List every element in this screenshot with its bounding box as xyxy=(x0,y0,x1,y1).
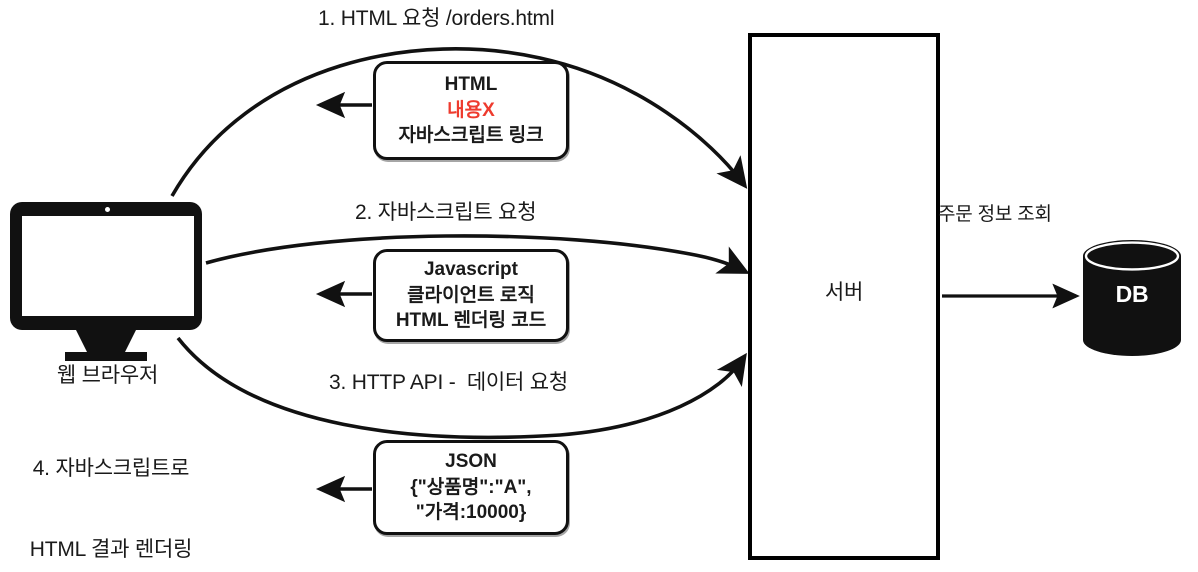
browser-render-note: 4. 자바스크립트로 HTML 결과 렌더링 xyxy=(0,400,222,572)
db-query-label: 주문 정보 조회 xyxy=(938,204,1052,225)
payload-javascript-line-2: 클라이언트 로직 xyxy=(407,284,535,306)
payload-html-line-3: 자바스크립트 링크 xyxy=(398,125,544,147)
web-browser-icon xyxy=(8,202,206,362)
arrow-http-api-request xyxy=(176,336,747,440)
payload-html-line-2: 내용X xyxy=(447,99,495,121)
payload-box-html: HTML 내용X 자바스크립트 링크 xyxy=(373,61,569,160)
server-label: 서버 xyxy=(824,281,864,304)
flow-label-http-api-request: 3. HTTP API - 데이터 요청 xyxy=(329,371,569,394)
monitor-screen xyxy=(22,216,194,316)
database-cylinder-icon xyxy=(1083,240,1181,356)
payload-json-line-2: {"상품명":"A", xyxy=(410,476,532,498)
payload-javascript-line-1: Javascript xyxy=(423,259,518,281)
arrow-html-request xyxy=(170,47,748,197)
payload-box-javascript: Javascript 클라이언트 로직 HTML 렌더링 코드 xyxy=(373,249,569,342)
monitor-stand-neck xyxy=(76,330,136,354)
payload-javascript-line-3: HTML 렌더링 코드 xyxy=(395,310,547,332)
database-label: DB xyxy=(1115,281,1149,307)
browser-caption: 웹 브라우저 xyxy=(56,364,159,387)
monitor-frame xyxy=(10,202,202,330)
arrow-javascript-request xyxy=(205,234,750,274)
server-node xyxy=(748,33,940,560)
browser-render-note-line-2: HTML 결과 렌더링 xyxy=(29,538,193,562)
browser-render-note-line-1: 4. 자바스크립트로 xyxy=(32,456,190,480)
payload-json-line-3: "가격:10000} xyxy=(415,502,527,524)
payload-json-line-1: JSON xyxy=(445,451,497,473)
payload-box-json: JSON {"상품명":"A", "가격:10000} xyxy=(373,440,569,535)
flow-label-html-request: 1. HTML 요청 /orders.html xyxy=(318,7,555,30)
payload-html-line-1: HTML xyxy=(444,74,498,96)
flow-label-javascript-request: 2. 자바스크립트 요청 xyxy=(355,201,537,224)
monitor-stand-base xyxy=(65,352,147,361)
camera-dot-icon xyxy=(105,207,110,212)
